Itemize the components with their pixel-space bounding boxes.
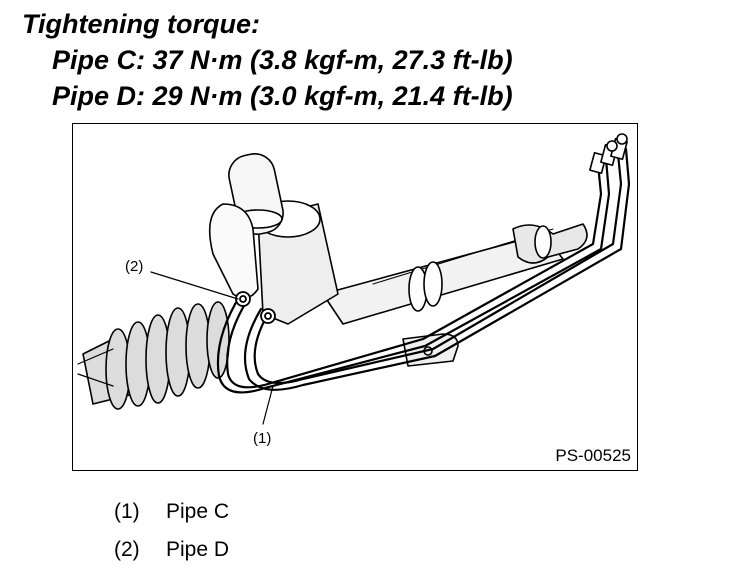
legend-item-pipe-d: (2) Pipe D: [114, 538, 229, 562]
figure-code: PS-00525: [555, 446, 631, 465]
steering-gearbox-illustration: (2) (1) PS-00525: [72, 123, 638, 471]
pipe-end-fittings: [589, 133, 628, 175]
legend-label: Pipe D: [166, 538, 230, 561]
legend-item-pipe-c: (1) Pipe C: [114, 500, 229, 524]
legend-number: (1): [114, 500, 140, 523]
callout-1-leader: [262, 385, 274, 425]
gearbox-drawing: [77, 133, 631, 425]
torque-line-pipe-c: Pipe C: 37 N·m (3.8 kgf-m, 27.3 ft-lb): [52, 45, 513, 75]
torque-title: Tightening torque:: [22, 9, 260, 39]
callout-1-label: (1): [253, 430, 272, 447]
pipe-d: [216, 157, 611, 394]
callout-2-leader: [150, 271, 239, 300]
torque-spec: Tightening torque: Pipe C: 37 N·m (3.8 k…: [22, 6, 513, 114]
callout-2-label: (2): [125, 258, 144, 275]
pipe-fittings: [235, 291, 276, 324]
torque-line-pipe-d: Pipe D: 29 N·m (3.0 kgf-m, 21.4 ft-lb): [52, 81, 513, 111]
legend-number: (2): [114, 538, 140, 561]
left-bellows-boot: [82, 301, 230, 410]
legend-label: Pipe C: [166, 500, 230, 523]
